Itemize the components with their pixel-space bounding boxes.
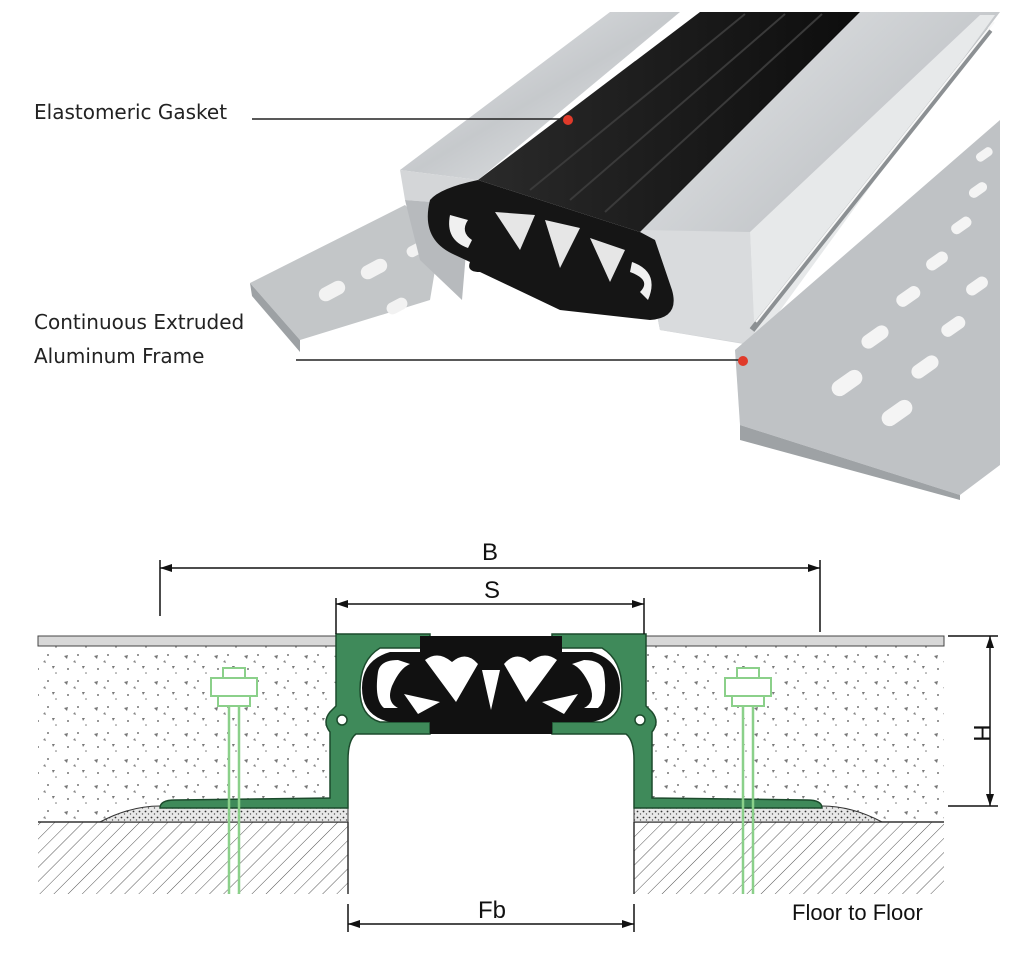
substrate-right bbox=[634, 822, 944, 894]
gasket-callout-label: Elastomeric Gasket bbox=[34, 100, 227, 124]
frame-callout-label-line1: Continuous Extruded bbox=[34, 310, 244, 334]
cross-section-drawing: B S H Fb Floor to F bbox=[37, 539, 998, 932]
frame-callout: Continuous Extruded Aluminum Frame bbox=[34, 310, 748, 368]
gasket-callout-dot bbox=[563, 115, 573, 125]
left-frame-top bbox=[400, 12, 680, 180]
dimension-s-label: S bbox=[484, 577, 500, 604]
anchor-bolt-left bbox=[210, 667, 258, 894]
concrete-left bbox=[38, 646, 338, 822]
dimension-fb-label: Fb bbox=[478, 897, 506, 924]
product-render: Elastomeric Gasket Continuous Extruded A… bbox=[34, 12, 1000, 500]
dimension-h-label: H bbox=[968, 724, 995, 741]
dimension-b-label: B bbox=[482, 539, 498, 566]
frame-profile-left bbox=[159, 633, 431, 809]
floor-finish-right bbox=[645, 635, 945, 647]
dimension-fb: Fb bbox=[347, 897, 635, 932]
grout-bed-right bbox=[633, 805, 883, 823]
anchor-bolt-right bbox=[724, 667, 772, 894]
frame-profile-right bbox=[551, 633, 823, 809]
right-anchor-flange bbox=[735, 120, 1000, 500]
dimension-h: H bbox=[948, 635, 998, 807]
floor-to-floor-caption: Floor to Floor bbox=[792, 900, 923, 925]
right-frame-body bbox=[640, 12, 1000, 345]
left-anchor-flange bbox=[250, 205, 440, 352]
substrate-left bbox=[38, 822, 348, 894]
gasket-callout: Elastomeric Gasket bbox=[34, 100, 573, 125]
dimension-b: B bbox=[159, 539, 821, 632]
dimension-s: S bbox=[335, 577, 645, 634]
elastomeric-gasket-render bbox=[427, 12, 860, 320]
frame-callout-dot bbox=[738, 356, 748, 366]
frame-callout-label-line2: Aluminum Frame bbox=[34, 344, 204, 368]
floor-finish-left bbox=[37, 635, 337, 647]
concrete-right bbox=[644, 646, 944, 822]
